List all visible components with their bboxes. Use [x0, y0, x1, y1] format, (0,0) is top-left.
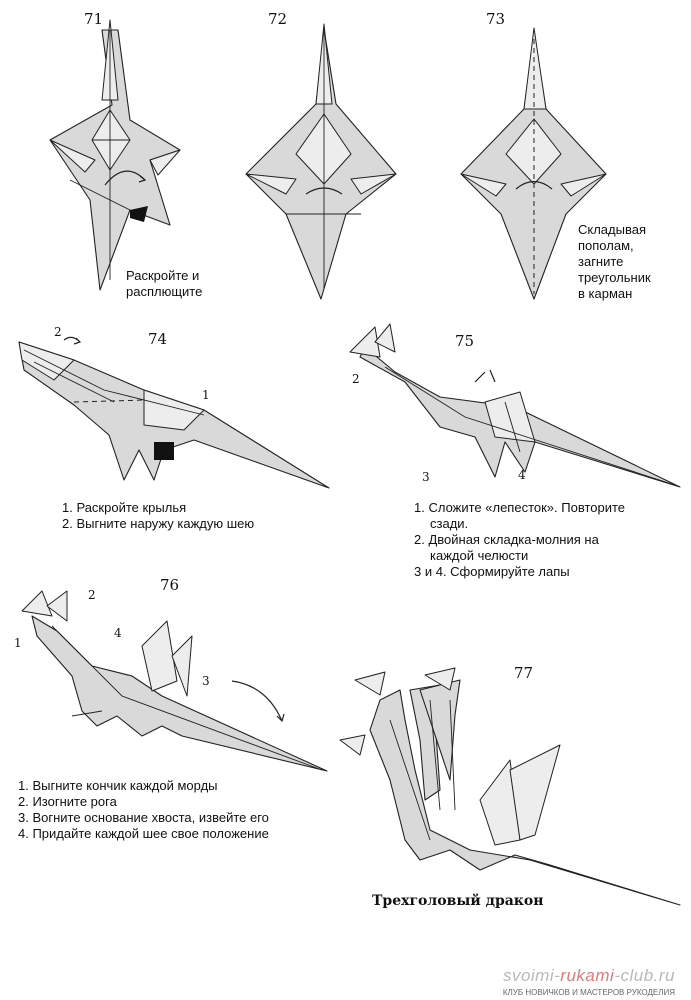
step-75-callout-2: 2 [352, 372, 360, 386]
step-76-callout-3: 3 [202, 674, 210, 688]
step-74-callout-2: 2 [54, 325, 62, 339]
step-76-figure [21, 590, 328, 772]
step-75-callout-4: 4 [518, 468, 526, 482]
step-76-callout-4: 4 [114, 626, 122, 640]
step-76-number: 76 [160, 576, 180, 594]
step-71-figure [49, 19, 181, 291]
step-75-notes: 1. Сложите «лепесток». Повторите сзади. … [414, 500, 626, 579]
watermark-site-name: svoimi-rukami-club.ru [502, 966, 675, 985]
step-74-number: 74 [148, 330, 168, 348]
step-74-notes: 1. Раскройте крылья 2. Выгните наружу ка… [62, 500, 255, 531]
step-73-caption: Складывая пополам, загните треугольник в… [578, 222, 651, 301]
step-77-figure [339, 667, 681, 906]
site-watermark: svoimi-rukami-club.ru КЛУБ НОВИЧКОВ И МА… [503, 966, 675, 997]
step-74-figure [18, 336, 330, 489]
step-75-figure [349, 323, 681, 488]
step-73-number: 73 [486, 10, 506, 28]
step-72-figure [245, 23, 397, 300]
step-76-callout-2: 2 [88, 588, 96, 602]
watermark-tagline: КЛУБ НОВИЧКОВ И МАСТЕРОВ РУКОДЕЛИЯ [502, 988, 675, 997]
step-71-caption: Раскройте и расплющите [126, 268, 203, 299]
step-76-callout-1: 1 [14, 636, 22, 650]
step-76-notes: 1. Выгните кончик каждой морды 2. Изогни… [18, 778, 269, 841]
step-75-number: 75 [455, 332, 475, 350]
step-72-number: 72 [268, 10, 288, 28]
step-75-callout-3: 3 [422, 470, 430, 484]
step-71-number: 71 [84, 10, 104, 28]
step-73-figure [460, 27, 607, 300]
dragon-title: Трехголовый дракон [372, 893, 544, 909]
step-77-number: 77 [514, 664, 534, 682]
step-74-callout-1: 1 [202, 388, 210, 402]
